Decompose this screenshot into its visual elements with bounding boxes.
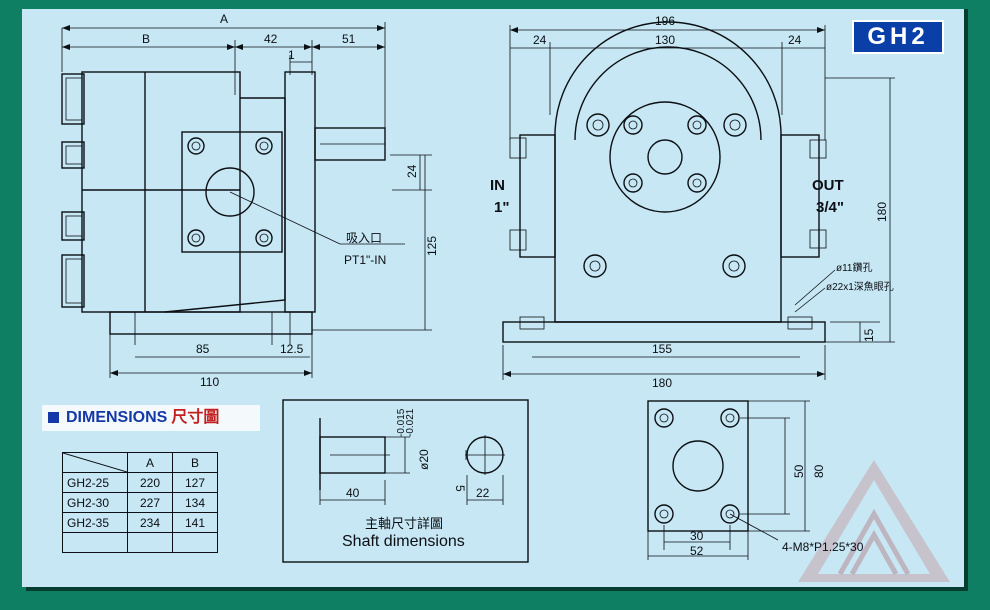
dim-A: A <box>220 12 228 26</box>
shaft-caption-en: Shaft dimensions <box>342 533 465 550</box>
dim-155: 155 <box>652 342 672 356</box>
square-bullet-icon <box>48 412 59 423</box>
dim-1: 1 <box>288 48 295 62</box>
dim-B: B <box>142 32 150 46</box>
row-B: 141 <box>172 512 218 533</box>
flange-dim-52: 52 <box>690 544 704 558</box>
table-row: GH2-35 234 141 <box>62 512 218 533</box>
hole-note-2: ø22x1深魚眼孔 <box>826 280 894 293</box>
inlet-label-cn: 吸入口 <box>346 231 382 245</box>
shaft-key-5: 5 <box>453 485 467 492</box>
flange-dim-80: 80 <box>812 464 826 478</box>
table-corner-cell <box>62 452 128 473</box>
table-row-empty <box>62 532 218 553</box>
diagonal-line <box>63 453 127 472</box>
empty-cell <box>127 532 173 553</box>
table-row: GH2-30 227 134 <box>62 492 218 513</box>
dimensions-heading-en: DIMENSIONS <box>66 409 168 426</box>
model-badge: GH2 <box>852 20 944 54</box>
panel-shadow-right <box>964 9 968 591</box>
side-view <box>61 22 432 378</box>
header-B: B <box>172 452 218 473</box>
panel-shadow-bottom <box>26 587 968 591</box>
row-B: 127 <box>172 472 218 493</box>
flange-thread: 4-M8*P1.25*30 <box>782 540 864 554</box>
shaft-len-40: 40 <box>346 486 360 500</box>
dim-110: 110 <box>200 375 219 389</box>
out-size: 3/4" <box>816 199 844 216</box>
dim-85: 85 <box>196 342 210 356</box>
row-model: GH2-25 <box>62 472 128 493</box>
in-size: 1" <box>494 199 509 216</box>
table-header-row: A B <box>62 452 218 473</box>
shaft-detail <box>282 399 529 563</box>
empty-cell <box>62 532 128 553</box>
dimensions-heading-cn: 尺寸圖 <box>171 409 220 426</box>
row-model: GH2-35 <box>62 512 128 533</box>
dim-12-5: 12.5 <box>280 342 304 356</box>
out-label: OUT <box>812 177 844 194</box>
flange-dim-30: 30 <box>690 529 704 543</box>
row-B: 134 <box>172 492 218 513</box>
company-logo <box>798 460 950 582</box>
row-A: 220 <box>127 472 173 493</box>
row-A: 227 <box>127 492 173 513</box>
dim-130: 130 <box>655 33 675 47</box>
shaft-tol-lower: -0.021 <box>405 408 416 437</box>
flange-dim-50: 50 <box>792 464 806 478</box>
shaft-dim-22: 22 <box>476 486 490 500</box>
dim-24-left: 24 <box>533 33 547 47</box>
dim-125: 125 <box>425 236 439 256</box>
dim-196: 196 <box>655 14 675 28</box>
dim-180-bottom: 180 <box>652 376 672 390</box>
hole-note-1: ø11鑽孔 <box>836 261 873 274</box>
row-model: GH2-30 <box>62 492 128 513</box>
in-label: IN <box>490 177 505 194</box>
inlet-label: PT1"-IN <box>344 253 386 267</box>
dim-42: 42 <box>264 32 278 46</box>
front-view <box>502 21 895 380</box>
dim-24-side: 24 <box>405 164 419 178</box>
shaft-dia: ø20 <box>417 449 431 470</box>
shaft-tol-upper: -0.015 <box>396 408 407 437</box>
dimensions-table: A B GH2-25 220 127 GH2-30 227 134 GH2-35… <box>62 452 218 553</box>
flange-detail <box>647 400 810 560</box>
table-row: GH2-25 220 127 <box>62 472 218 493</box>
dim-51: 51 <box>342 32 356 46</box>
dim-180-vertical: 180 <box>875 202 889 222</box>
row-A: 234 <box>127 512 173 533</box>
dim-24-right: 24 <box>788 33 802 47</box>
dim-15: 15 <box>862 328 876 342</box>
header-A: A <box>127 452 173 473</box>
shaft-caption-cn: 主軸尺寸詳圖 <box>365 516 444 531</box>
empty-cell <box>172 532 218 553</box>
